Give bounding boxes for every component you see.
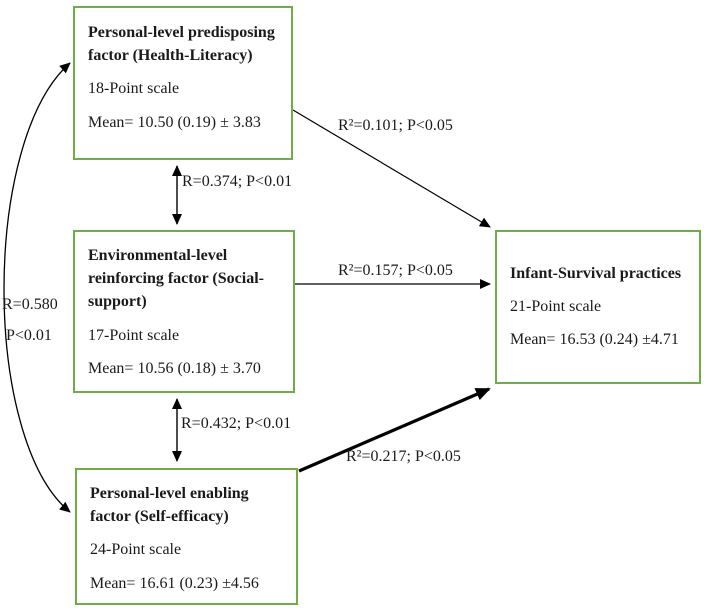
node-title: Environmental-level reinforcing factor (…: [88, 247, 264, 311]
label-line1: R=0.580: [2, 296, 58, 313]
node-scale: 24-Point scale: [90, 541, 182, 559]
node-outcome-infant-survival: Infant-Survival practices 21-Point scale…: [495, 230, 701, 384]
label-path-reinforcing-outcome: R²=0.157; P<0.05: [338, 262, 453, 279]
label-path-enabling-outcome: R²=0.217; P<0.05: [346, 448, 461, 465]
arrow-predisposing-enabling-curved: [3, 62, 71, 513]
node-enabling-factor: Personal-level enabling factor (Self-eff…: [75, 468, 298, 605]
node-scale: 18-Point scale: [88, 80, 180, 98]
node-title: Personal-level predisposing factor (Heal…: [88, 24, 275, 65]
label-correlation-predisposing-reinforcing: R=0.374; P<0.01: [182, 173, 293, 190]
node-scale: 21-Point scale: [510, 298, 602, 316]
label-line2: P<0.01: [6, 327, 52, 345]
label-correlation-reinforcing-enabling: R=0.432; P<0.01: [181, 415, 292, 432]
node-predisposing-factor: Personal-level predisposing factor (Heal…: [73, 6, 293, 160]
node-mean: Mean= 16.61 (0.23) ±4.56: [90, 574, 259, 592]
arrow-enabling-outcome-bold: [298, 387, 491, 473]
node-title: Infant-Survival practices: [510, 265, 682, 282]
node-mean: Mean= 16.53 (0.24) ±4.71: [510, 331, 679, 349]
node-reinforcing-factor: Environmental-level reinforcing factor (…: [73, 230, 295, 393]
label-correlation-predisposing-enabling: R=0.580 P<0.01: [2, 295, 58, 345]
arrow-predisposing-outcome: [292, 109, 491, 228]
node-scale: 17-Point scale: [88, 326, 180, 344]
label-path-predisposing-outcome: R²=0.101; P<0.05: [338, 117, 453, 134]
node-mean: Mean= 10.56 (0.18) ± 3.70: [88, 359, 261, 377]
node-mean: Mean= 10.50 (0.19) ± 3.83: [88, 113, 261, 131]
node-title: Personal-level enabling factor (Self-eff…: [90, 485, 249, 526]
